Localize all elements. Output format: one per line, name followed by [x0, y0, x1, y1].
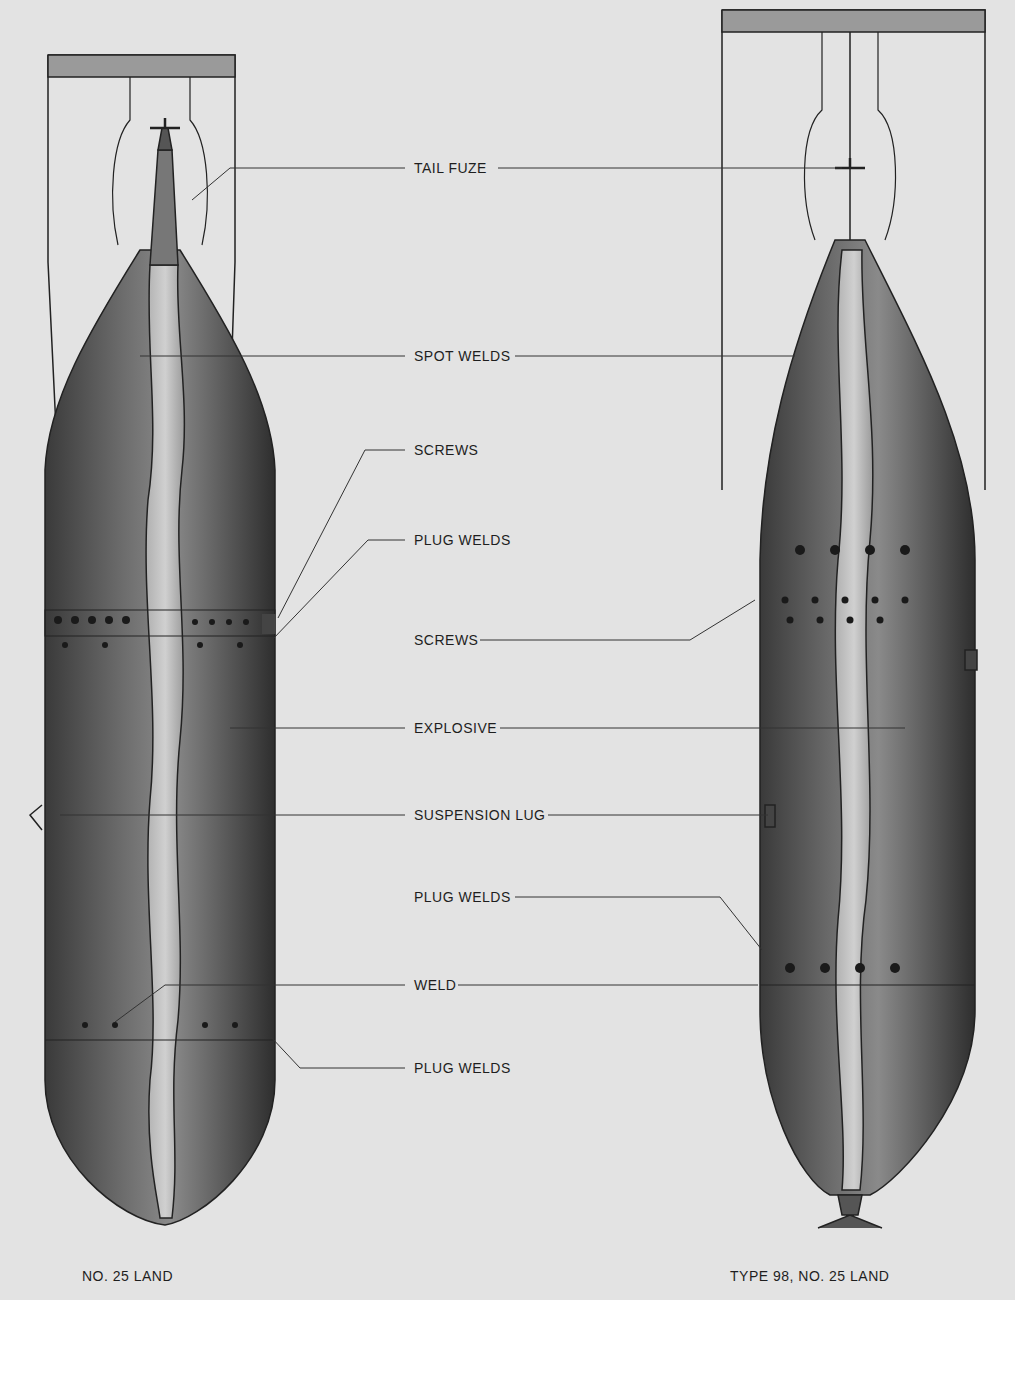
- right-bomb: [722, 10, 985, 1228]
- part-label: SCREWS: [412, 441, 480, 459]
- part-label: WELD: [412, 976, 458, 994]
- part-label: SUSPENSION LUG: [412, 806, 547, 824]
- ground: [0, 0, 1015, 1300]
- part-label: PLUG WELDS: [412, 1059, 513, 1077]
- right-rivets: [782, 545, 911, 973]
- part-label: PLUG WELDS: [412, 531, 513, 549]
- part-label: PLUG WELDS: [412, 888, 513, 906]
- figure-caption: TYPE 98, NO. 25 LAND: [728, 1267, 891, 1285]
- left-rivets: [54, 614, 276, 1028]
- leader-lines: [60, 168, 905, 1068]
- part-label: EXPLOSIVE: [412, 719, 499, 737]
- part-label: SPOT WELDS: [412, 347, 513, 365]
- figure-caption: NO. 25 LAND: [80, 1267, 175, 1285]
- part-label: TAIL FUZE: [412, 159, 489, 177]
- part-label: SCREWS: [412, 631, 480, 649]
- left-bomb: [30, 55, 275, 1225]
